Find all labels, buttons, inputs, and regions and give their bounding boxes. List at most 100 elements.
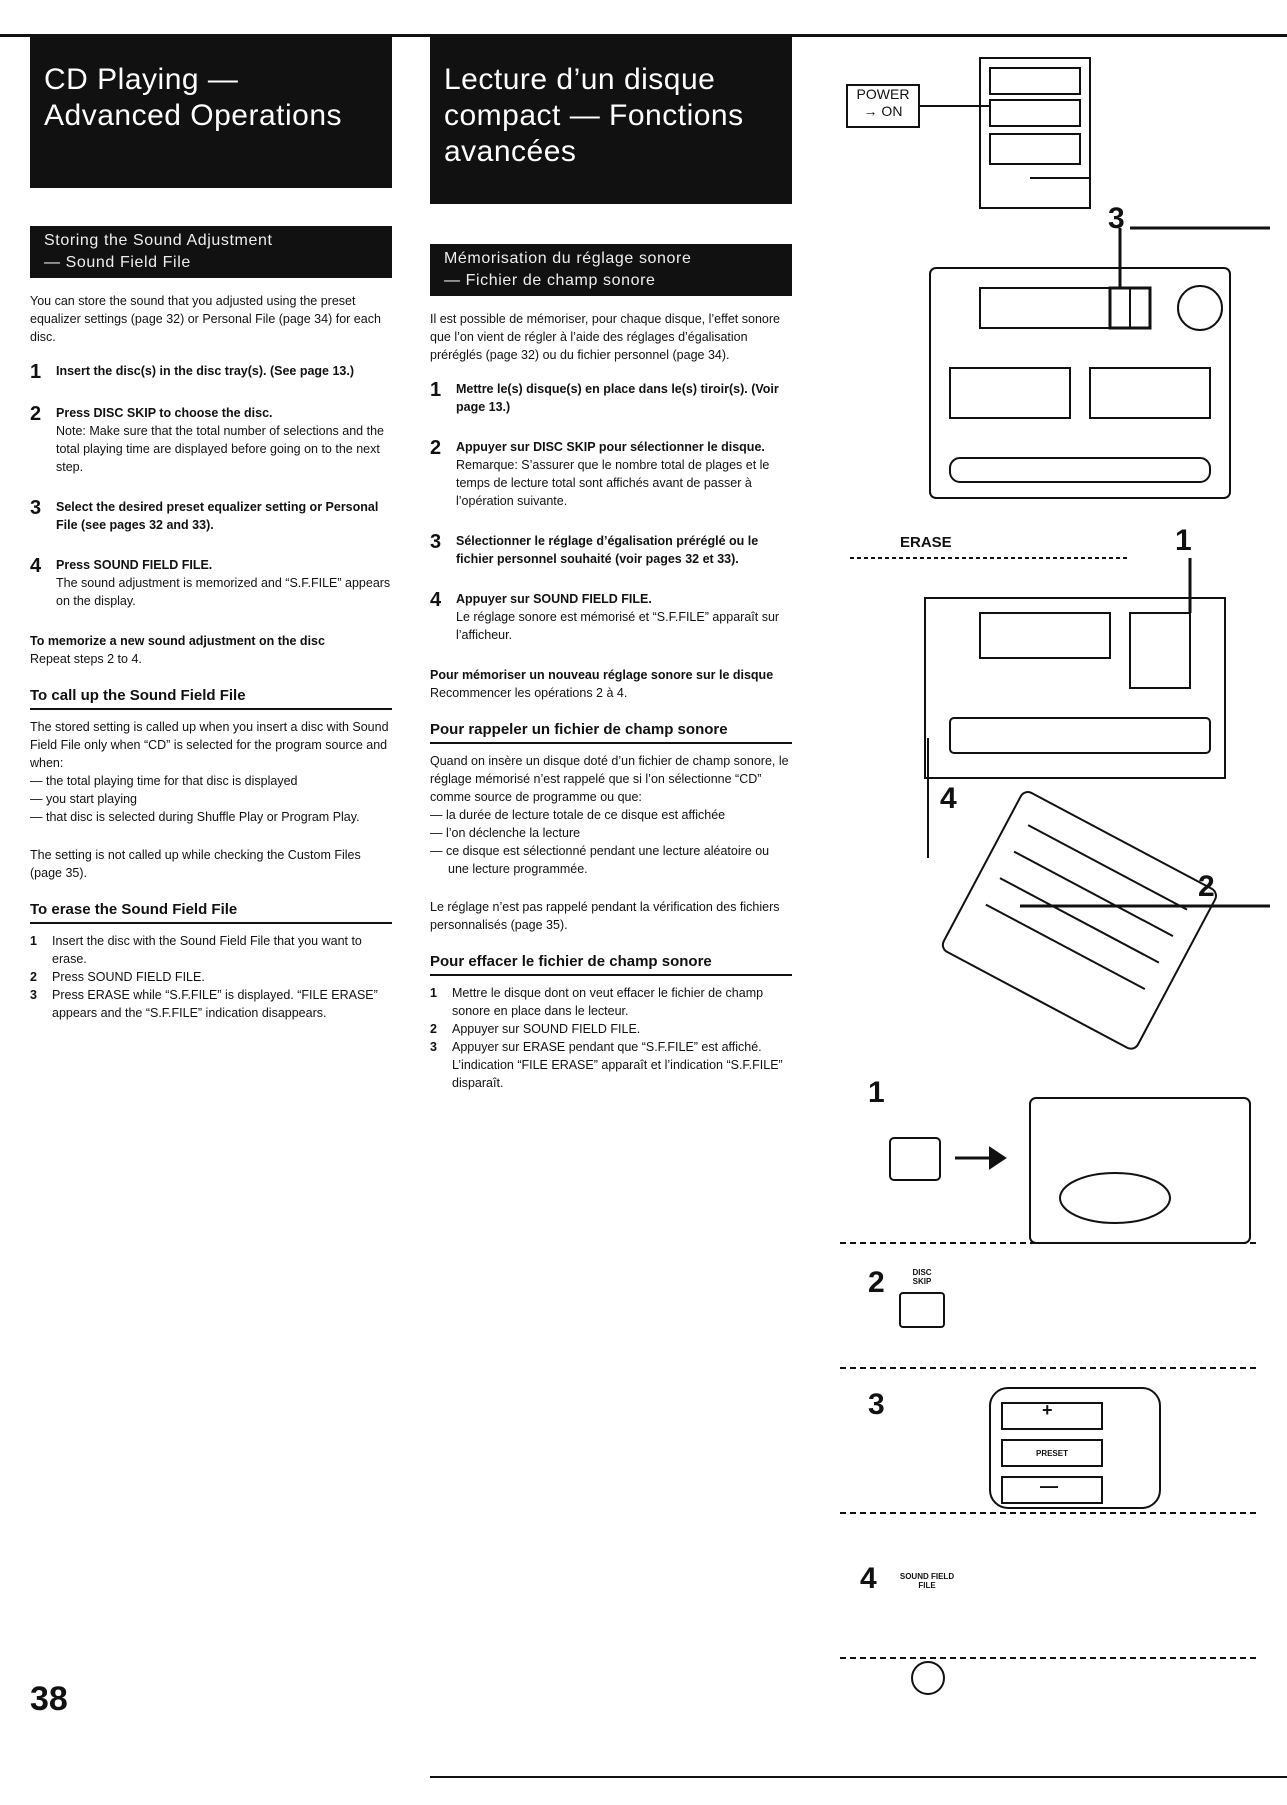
english-callup-list: — the total playing time for that disc i… xyxy=(30,772,392,826)
disc-skip-label: DISC SKIP xyxy=(902,1268,942,1286)
step-number: 1 xyxy=(430,986,437,1000)
step-number: 1 xyxy=(430,379,442,401)
step-detail: Remarque: S’assurer que le nombre total … xyxy=(456,458,770,508)
english-section-heading: Storing the Sound Adjustment — Sound Fie… xyxy=(30,226,392,278)
step-number: 4 xyxy=(430,589,442,611)
remote-outline xyxy=(941,791,1217,1050)
preset-minus-sign: — xyxy=(1040,1476,1058,1496)
step-instruction: Appuyer sur SOUND FIELD FILE. xyxy=(456,592,652,606)
power-on-label: → ON xyxy=(863,103,903,119)
step-3-panel-number: 3 xyxy=(868,1388,885,1421)
step-number: 4 xyxy=(30,555,42,577)
english-memorize-heading: To memorize a new sound adjustment on th… xyxy=(30,634,325,648)
english-title-line-1: CD Playing — xyxy=(44,63,239,96)
stereo-system-illustration xyxy=(840,57,1270,1695)
step-text: Mettre le disque dont on veut effacer le… xyxy=(452,986,764,1018)
step-number: 3 xyxy=(430,1040,437,1054)
list-item: 1 Insert the disc with the Sound Field Fi… xyxy=(30,932,392,968)
step-instruction: Select the desired preset equalizer sett… xyxy=(56,500,379,532)
step-text: Appuyer sur SOUND FIELD FILE. xyxy=(452,1022,641,1036)
power-button-callout: POWER → ON xyxy=(846,84,920,128)
list-item: 2 Press SOUND FIELD FILE. xyxy=(30,968,392,986)
step-text: Press SOUND FIELD FILE. xyxy=(52,970,205,984)
list-item: — you start playing xyxy=(30,792,137,806)
step-text: Appuyer sur ERASE pendant que “S.F.FILE”… xyxy=(452,1040,783,1090)
french-steps: 1 Mettre le(s) disque(s) en place dans l… xyxy=(430,380,792,644)
french-step: 2 Appuyer sur DISC SKIP pour sélectionne… xyxy=(430,438,792,510)
step-text: Press ERASE while “S.F.FILE” is displaye… xyxy=(52,988,378,1020)
disc-skip-button xyxy=(899,1292,945,1328)
main-unit-outline xyxy=(929,267,1231,499)
preset-label: PRESET xyxy=(1035,1449,1068,1458)
english-step: 1 Insert the disc(s) in the disc tray(s)… xyxy=(30,362,392,382)
french-section-heading-line-1: Mémorisation du réglage sonore xyxy=(444,250,692,267)
french-memorize-heading: Pour mémoriser un nouveau réglage sonore… xyxy=(430,668,774,682)
list-item: — la durée de lecture totale de ce disqu… xyxy=(430,808,726,822)
english-callup-body: The stored setting is called up when you… xyxy=(30,720,389,770)
french-step: 4 Appuyer sur SOUND FIELD FILE. Le régla… xyxy=(430,590,792,644)
french-callup-heading: Pour rappeler un fichier de champ sonore xyxy=(430,720,792,744)
open-close-button xyxy=(889,1137,941,1181)
step-number: 3 xyxy=(30,988,37,1002)
english-erase-heading: To erase the Sound Field File xyxy=(30,900,392,924)
english-erase-steps: 1 Insert the disc with the Sound Field Fi… xyxy=(30,932,392,1022)
step-number: 2 xyxy=(30,970,37,984)
french-erase-steps: 1 Mettre le disque dont on veut effacer l… xyxy=(430,984,792,1092)
sound-field-label: SOUND FIELD FILE xyxy=(892,1572,962,1590)
step-instruction: Press DISC SKIP to choose the disc. xyxy=(56,406,273,420)
step-text: Insert the disc with the Sound Field Fil… xyxy=(52,934,362,966)
english-callup-note: The setting is not called up while check… xyxy=(30,848,361,880)
french-callup-list: — la durée de lecture totale de ce disqu… xyxy=(430,806,792,878)
list-item: — ce disque est sélectionné pendant une … xyxy=(430,844,770,876)
french-step: 3 Sélectionner le réglage d’égalisation … xyxy=(430,532,792,568)
english-step: 3 Select the desired preset equalizer se… xyxy=(30,498,392,534)
english-title-line-2: Advanced Operations xyxy=(44,99,343,132)
disc-tray-unit xyxy=(1029,1097,1251,1244)
french-title-line-3: avancées xyxy=(444,135,577,168)
callout-number-3-top: 3 xyxy=(1108,202,1125,235)
disc-skip-label-line-2: SKIP xyxy=(912,1277,932,1286)
french-title: Lecture d’un disque compact — Fonctions … xyxy=(430,34,792,204)
callout-number-4-top: 4 xyxy=(940,782,957,815)
list-item: — that disc is selected during Shuffle P… xyxy=(30,810,360,824)
callout-number-2-top: 2 xyxy=(1198,870,1215,903)
page-number: 38 xyxy=(30,1680,68,1718)
preset-control xyxy=(989,1387,1161,1509)
bottom-rule xyxy=(430,1776,1287,1778)
list-item: — l’on déclenche la lecture xyxy=(430,826,581,840)
step-number: 1 xyxy=(30,361,42,383)
step-instruction: Mettre le(s) disque(s) en place dans le(… xyxy=(456,382,779,414)
mini-system-outline xyxy=(979,57,1091,209)
step-number: 1 xyxy=(30,934,37,948)
french-memorize-body: Recommencer les opérations 2 à 4. xyxy=(430,686,628,700)
step-instruction: Insert the disc(s) in the disc tray(s). … xyxy=(56,364,355,378)
french-title-line-2: compact — Fonctions xyxy=(444,99,744,132)
step-detail: Le réglage sonore est mémorisé et “S.F.F… xyxy=(456,610,780,642)
step-number: 3 xyxy=(30,497,42,519)
list-item: 3 Appuyer sur ERASE pendant que “S.F.FILE… xyxy=(430,1038,792,1092)
english-intro: You can store the sound that you adjuste… xyxy=(30,294,381,344)
english-callup-heading: To call up the Sound Field File xyxy=(30,686,392,710)
step-instruction: Press SOUND FIELD FILE. xyxy=(56,558,213,572)
step-number: 2 xyxy=(30,403,42,425)
step-number: 2 xyxy=(430,437,442,459)
english-section-heading-line-1: Storing the Sound Adjustment xyxy=(44,232,273,249)
sound-field-label-line-2: FILE xyxy=(918,1581,936,1590)
step-1-panel-number: 1 xyxy=(868,1076,885,1109)
list-item: — the total playing time for that disc i… xyxy=(30,774,298,788)
list-item: 3 Press ERASE while “S.F.FILE” is display… xyxy=(30,986,392,1022)
english-steps: 1 Insert the disc(s) in the disc tray(s)… xyxy=(30,362,392,610)
french-step: 1 Mettre le(s) disque(s) en place dans l… xyxy=(430,380,792,416)
step-2-panel-number: 2 xyxy=(868,1266,885,1299)
english-step: 2 Press DISC SKIP to choose the disc. No… xyxy=(30,404,392,476)
step-instruction: Appuyer sur DISC SKIP pour sélectionner … xyxy=(456,440,765,454)
french-callup-body: Quand on insère un disque doté d’un fich… xyxy=(430,754,789,804)
step-instruction: Sélectionner le réglage d’égalisation pr… xyxy=(456,534,759,566)
french-title-line-1: Lecture d’un disque xyxy=(444,63,716,96)
sound-field-label-line-1: SOUND FIELD xyxy=(899,1572,955,1581)
erase-label: ERASE xyxy=(900,534,952,551)
french-erase-heading: Pour effacer le fichier de champ sonore xyxy=(430,952,792,976)
french-section-heading-line-2: — Fichier de champ sonore xyxy=(444,272,656,289)
french-column: Lecture d’un disque compact — Fonctions … xyxy=(430,34,792,1092)
